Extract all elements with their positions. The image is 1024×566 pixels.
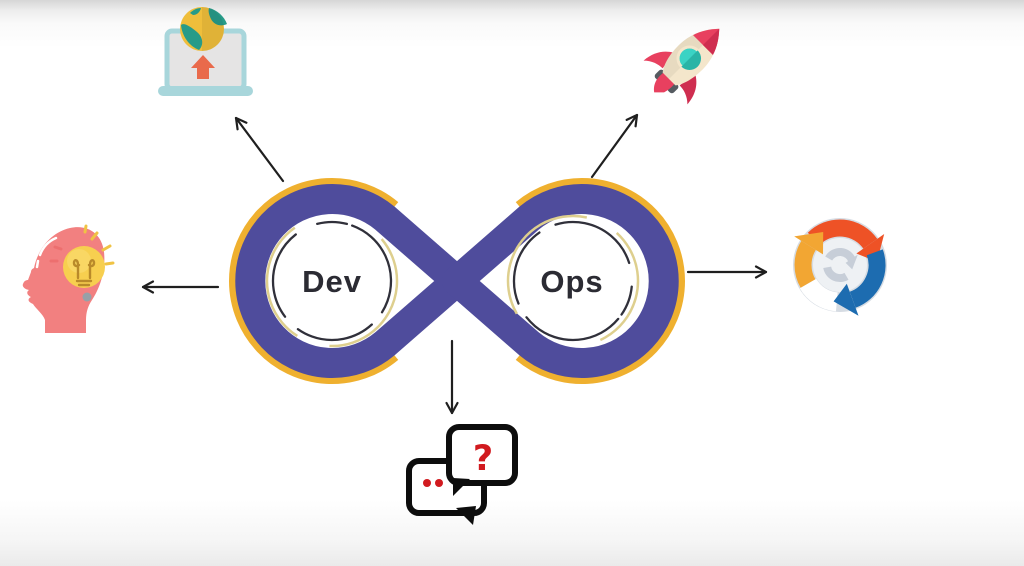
- head-dot: [82, 292, 92, 302]
- globe-landmass-top: [190, 8, 201, 15]
- globe-landmass-right: [208, 8, 227, 26]
- chat-question-mark: ?: [473, 439, 493, 479]
- rocket-fin-right: [679, 74, 697, 105]
- chat-bubble-right: [446, 424, 518, 486]
- sync-arrows-icon: [793, 218, 887, 316]
- rocket-icon: [643, 28, 720, 105]
- chat-dot-1: [423, 479, 431, 487]
- sync-circle-center: [813, 238, 867, 292]
- rocket-nose-shade: [702, 28, 720, 55]
- sync-arrow-blue-head: [833, 283, 859, 316]
- globe-landmass-left: [181, 24, 203, 50]
- dashed-circle-left: [271, 220, 393, 342]
- rocket-window-shade: [681, 50, 702, 70]
- dev-label: Dev: [302, 264, 362, 299]
- dashed-circle-right: [512, 220, 634, 342]
- sync-arrow-blue-body: [849, 249, 886, 308]
- globe-shade: [202, 7, 224, 51]
- infinity-left-loop: [235, 184, 472, 378]
- laptop-globe-upload-icon: [158, 7, 253, 96]
- arrow-to-laptop: [234, 116, 285, 183]
- ops-label: Ops: [540, 264, 603, 299]
- chat-bubble-left-tail: [456, 506, 476, 525]
- sync-arrow-yellow-head: [794, 232, 824, 255]
- sync-arrow-yellow-body: [794, 240, 817, 288]
- sync-inner-arrow-head: [845, 254, 858, 270]
- chat-bubble-right-tail: [453, 478, 470, 496]
- head-highlight: [35, 236, 58, 269]
- infinity-right-loop: [442, 184, 679, 378]
- lightbulb-highlight: [67, 249, 91, 273]
- cream-arc-right: [506, 214, 640, 348]
- cream-arc-left: [265, 214, 399, 348]
- arrow-to-rocket: [590, 113, 639, 179]
- head-lightbulb-icon: [22, 224, 115, 333]
- lightbulb-filament: [72, 259, 96, 287]
- upload-arrow-icon: [191, 55, 215, 79]
- laptop-base: [158, 86, 253, 96]
- devops-infinity-loop: Dev Ops: [229, 178, 685, 384]
- chat-question-icon: ?: [406, 424, 518, 525]
- lightbulb-rays: [83, 224, 115, 266]
- rocket-fin-left: [643, 51, 674, 69]
- sync-inner-arrow-body: [825, 248, 856, 263]
- head-detail-ticks: [49, 245, 63, 263]
- chat-dot-2: [435, 479, 443, 487]
- radiating-arrows: [141, 113, 768, 415]
- sync-inner-arrow2-body: [823, 266, 849, 282]
